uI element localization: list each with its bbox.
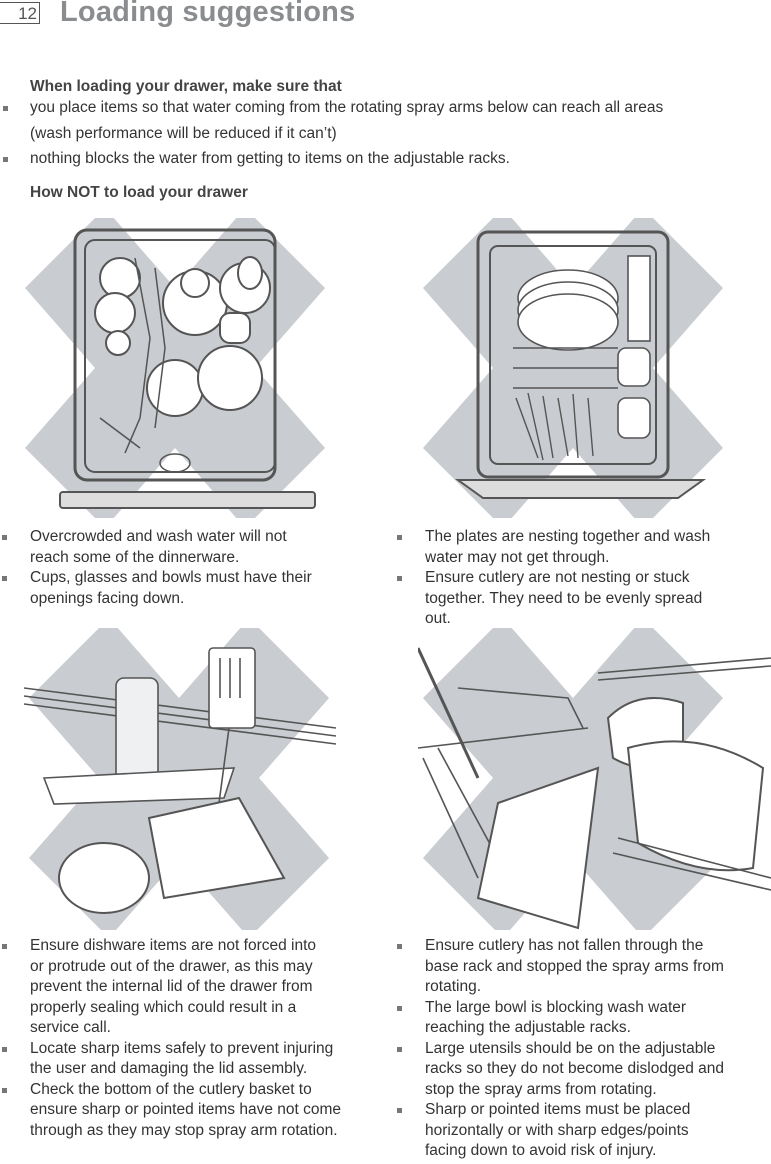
caption-line: through as they may stop spray arm rotat…	[30, 1121, 338, 1139]
caption-line: service call.	[30, 1019, 111, 1036]
intro-bullet-1: you place items so that water coming fro…	[2, 97, 663, 119]
caption-item: Overcrowded and wash water will not reach…	[2, 527, 390, 568]
caption-line: Check the bottom of the cutlery basket t…	[30, 1080, 312, 1098]
caption-item: Large utensils should be on the adjustab…	[397, 1039, 765, 1101]
caption-line: Ensure dishware items are not forced int…	[30, 937, 317, 954]
caption-line: out.	[425, 610, 451, 627]
caption-item: Check the bottom of the cutlery basket t…	[2, 1080, 400, 1142]
caption-top-left: Overcrowded and wash water will not reach…	[2, 527, 390, 609]
caption-line: Ensure cutlery has not fallen through th…	[425, 937, 704, 954]
caption-item: The large bowl is blocking wash water rea…	[397, 998, 765, 1039]
caption-bottom-right: Ensure cutlery has not fallen through th…	[397, 936, 765, 1162]
caption-top-right: The plates are nesting together and wash…	[397, 527, 765, 630]
caption-line: racks so they do not become dislodged an…	[425, 1060, 724, 1077]
caption-line: Cups, glasses and bowls must have their	[30, 569, 312, 586]
caption-bottom-left: Ensure dishware items are not forced int…	[2, 936, 400, 1142]
caption-line: Locate sharp items safely to prevent inj…	[30, 1039, 334, 1057]
caption-item: Ensure cutlery has not fallen through th…	[397, 936, 765, 998]
caption-line: stop the spray arms from rotating.	[425, 1080, 657, 1098]
caption-line: Ensure cutlery are not nesting or stuck	[425, 569, 690, 586]
caption-line: Large utensils should be on the adjustab…	[425, 1039, 716, 1057]
caption-line: base rack and stopped the spray arms fro…	[425, 957, 724, 975]
caption-item: Ensure dishware items are not forced int…	[2, 936, 400, 1039]
illustration-protruding-items	[24, 628, 336, 930]
caption-item: Locate sharp items safely to prevent inj…	[2, 1039, 400, 1080]
intro-bullet-1-cont: (wash performance will be reduced if it …	[30, 125, 337, 142]
caption-line: or protrude out of the drawer, as this m…	[30, 957, 313, 975]
caption-line: The large bowl is blocking wash water	[425, 998, 687, 1016]
caption-item: Ensure cutlery are not nesting or stuck t…	[397, 568, 765, 630]
caption-item: Sharp or pointed items must be placed hor…	[397, 1100, 765, 1162]
caption-line: rotating.	[425, 978, 482, 995]
caption-line: facing down to avoid risk of injury.	[425, 1142, 657, 1159]
caption-line: prevent the internal lid of the drawer f…	[30, 978, 313, 995]
caption-line: horizontally or with sharp edges/points	[425, 1121, 689, 1139]
caption-item: Cups, glasses and bowls must have their o…	[2, 568, 390, 609]
caption-line: openings facing down.	[30, 589, 185, 607]
caption-line: the user and damaging the lid assembly.	[30, 1060, 308, 1077]
caption-line: The plates are nesting together and wash	[425, 528, 711, 545]
caption-line: together. They need to be evenly spread	[425, 589, 703, 607]
page-number: 12	[0, 2, 40, 24]
caption-line: reach some of the dinnerware.	[30, 548, 240, 566]
caption-line: ensure sharp or pointed items have not c…	[30, 1101, 342, 1118]
caption-item: The plates are nesting together and wash…	[397, 527, 765, 568]
illustration-blocked-spray-arms	[418, 628, 771, 930]
caption-line: properly sealing which could result in a	[30, 998, 297, 1016]
how-not-heading: How NOT to load your drawer	[30, 184, 248, 201]
caption-line: Overcrowded and wash water will not	[30, 528, 287, 545]
illustration-overcrowded-drawer	[20, 218, 330, 518]
caption-line: Sharp or pointed items must be placed	[425, 1101, 691, 1118]
page-title: Loading suggestions	[60, 0, 356, 28]
intro-heading: When loading your drawer, make sure that	[30, 78, 342, 95]
illustration-nesting-plates	[418, 218, 730, 518]
caption-line: reaching the adjustable racks.	[425, 1019, 631, 1036]
caption-line: water may not get through.	[425, 548, 610, 566]
intro-bullet-2: nothing blocks the water from getting to…	[3, 148, 510, 170]
